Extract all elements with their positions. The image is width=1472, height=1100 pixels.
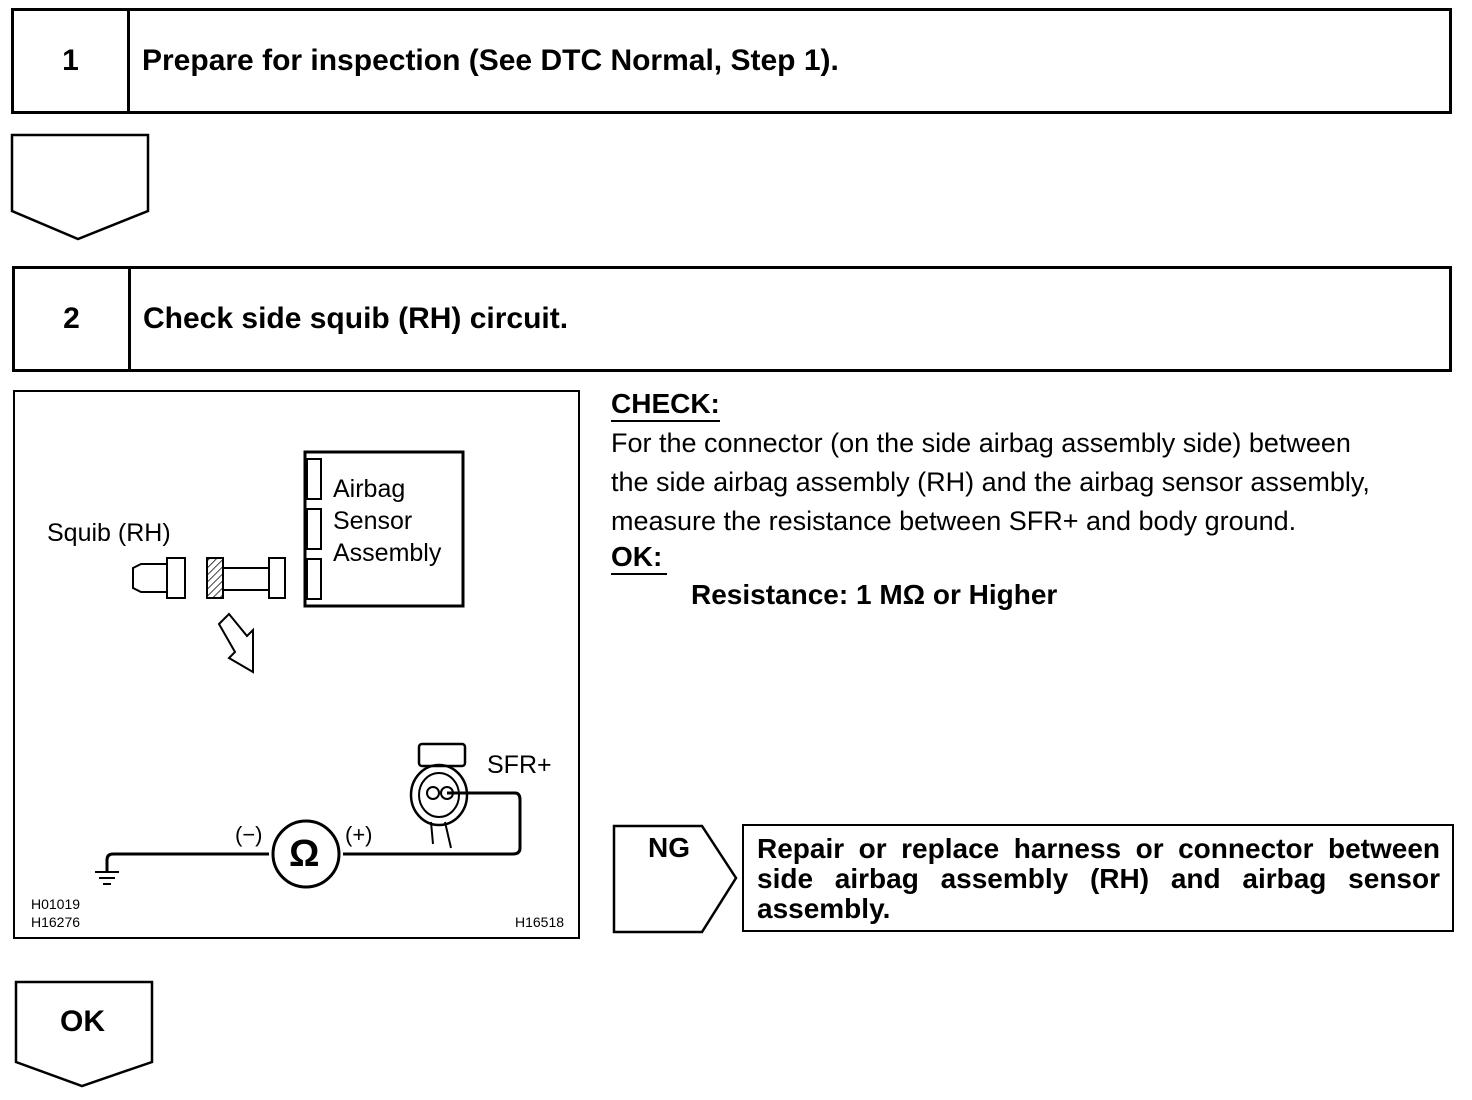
- check-line-2: the side airbag assembly (RH) and the ai…: [611, 467, 1370, 497]
- ok-label: OK: [60, 1005, 105, 1038]
- sensor-slot: [306, 458, 322, 500]
- squib-connector: [166, 557, 186, 599]
- step-1-title: Prepare for inspection (See DTC Normal, …: [142, 44, 839, 77]
- ng-result-text: Repair or replace harness or connector b…: [757, 833, 1440, 924]
- step-1-header: 1 Prepare for inspection (See DTC Normal…: [11, 8, 1452, 114]
- harness-plug: [222, 567, 270, 591]
- check-heading: CHECK:: [611, 388, 720, 422]
- ohm-symbol: Ω: [289, 833, 320, 875]
- terminal-label: SFR+: [487, 751, 552, 779]
- sfr-connector-icon: [409, 742, 469, 849]
- sensor-assembly-box: [303, 450, 465, 608]
- positive-label: (+): [345, 822, 373, 847]
- sensor-label-line-2: Sensor: [333, 507, 413, 535]
- figure-code-3: H16518: [515, 914, 565, 930]
- sensor-slot: [306, 508, 322, 550]
- ng-arrow-icon: [612, 824, 738, 934]
- sensor-label-line-1: Airbag: [333, 475, 406, 503]
- spec-value: Resistance: 1 MΩ or Higher: [691, 579, 1058, 610]
- circuit-diagram-drawing: [95, 450, 522, 889]
- sensor-slot: [306, 558, 322, 600]
- step-2-title: Check side squib (RH) circuit.: [143, 302, 569, 335]
- check-section: CHECK: For the connector (on the side ai…: [611, 388, 1461, 611]
- ok-heading: OK:: [611, 541, 667, 575]
- step-1-number: 1: [14, 11, 130, 111]
- hollow-arrow-icon: [217, 612, 254, 674]
- harness-connector: [268, 557, 286, 599]
- squib-label: Squib (RH): [47, 519, 171, 547]
- probe-wire-negative: [105, 852, 269, 872]
- squib-plug-icon: [132, 563, 168, 593]
- step-2-header: 2 Check side squib (RH) circuit.: [12, 266, 1452, 372]
- sensor-label-line-3: Assembly: [333, 539, 442, 567]
- step-2-number: 2: [15, 269, 131, 369]
- check-line-3: measure the resistance between SFR+ and …: [611, 506, 1297, 536]
- ng-label: NG: [648, 832, 690, 863]
- probe-wire-positive: [343, 791, 522, 856]
- ng-result-box: Repair or replace harness or connector b…: [742, 824, 1454, 932]
- hatched-connector-icon: [206, 557, 224, 599]
- negative-label: (−): [235, 822, 263, 847]
- ok-arrow-icon: [14, 980, 154, 1088]
- figure-code-2: H16276: [31, 914, 81, 930]
- flow-arrow-down-icon: [10, 133, 150, 241]
- circuit-diagram: Squib (RH) Airbag Sensor Assembly SFR+ (…: [13, 390, 580, 939]
- ohmmeter-icon: [271, 819, 341, 889]
- figure-code-1: H01019: [31, 896, 81, 912]
- check-line-1: For the connector (on the side airbag as…: [611, 428, 1351, 458]
- ground-icon: [95, 871, 119, 885]
